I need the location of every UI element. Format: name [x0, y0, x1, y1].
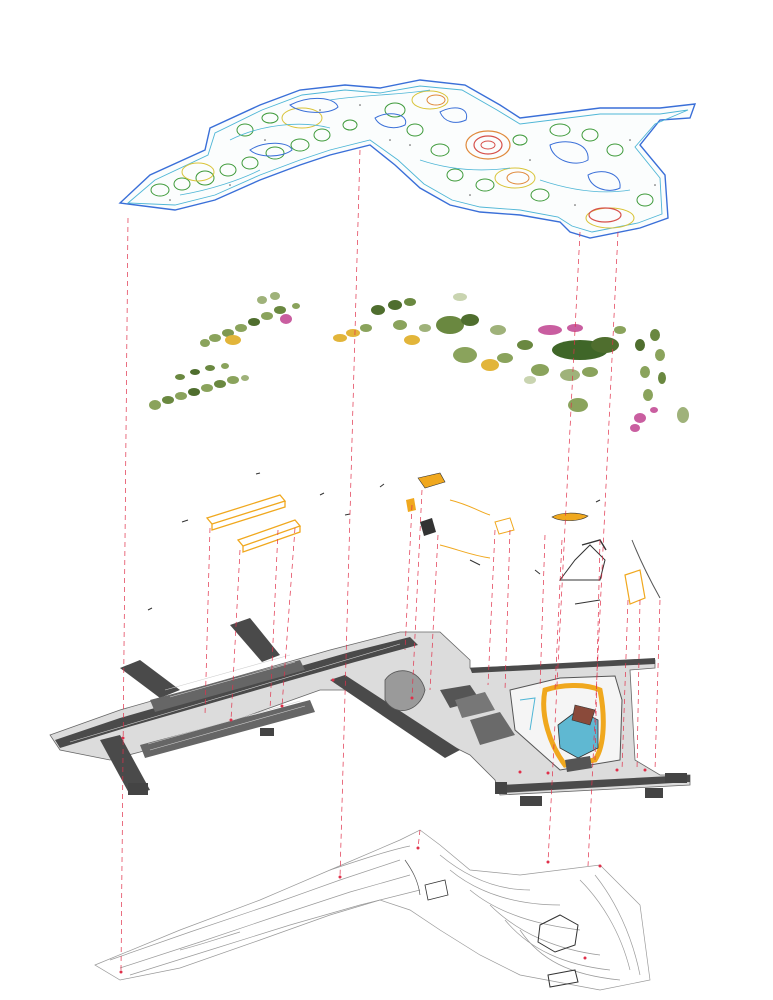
orange-building-left-lower — [236, 519, 302, 553]
terrain-outline — [94, 829, 651, 991]
structure-fragments — [147, 472, 601, 611]
tree-row-left-lower — [149, 363, 249, 410]
terrain-red-markers — [119, 846, 602, 974]
parking-stripes — [69, 643, 401, 751]
projection-lines — [120, 149, 661, 971]
blue-contours — [249, 98, 621, 191]
cyan-contours — [179, 89, 631, 196]
terrain-base-layer — [94, 829, 651, 991]
tree-cluster-right — [436, 314, 626, 412]
structures-layer — [147, 472, 661, 611]
circulation-layer — [49, 618, 691, 806]
hot-spots — [426, 94, 622, 223]
road-end-blocks — [128, 728, 687, 806]
green-contours — [150, 102, 654, 207]
orange-building-left-upper — [205, 494, 287, 531]
road-red-markers — [121, 678, 647, 775]
central-plaza — [384, 670, 515, 745]
heatmap-inner-outline — [126, 85, 689, 233]
tree-row-left-upper — [200, 292, 300, 347]
orange-frame-far-right — [624, 539, 661, 605]
orange-pavilion-center — [406, 472, 515, 559]
tree-column-far-right — [630, 329, 689, 432]
topography-heatmap-layer — [118, 79, 697, 239]
heatmap-dots — [169, 104, 656, 206]
heatmap-outline — [118, 79, 697, 239]
orange-pavilion-right — [551, 512, 607, 581]
tree-cluster-center — [333, 293, 467, 345]
vegetation-layer — [149, 292, 689, 432]
